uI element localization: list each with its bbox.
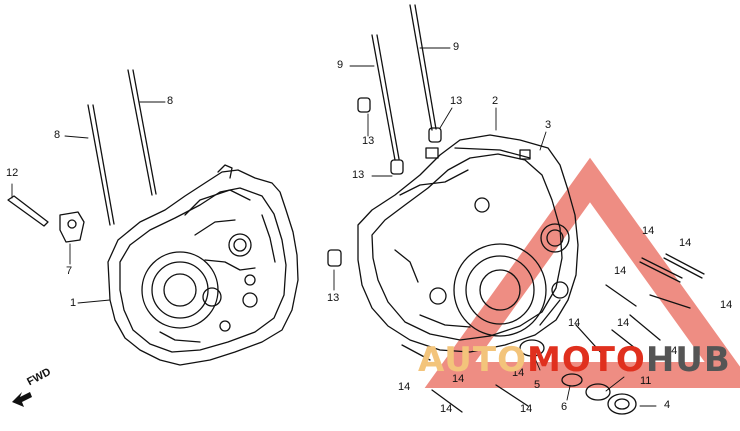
watermark-triangle <box>424 157 740 388</box>
part-9-label-a: 9 <box>337 59 344 71</box>
part-14-label-f: 14 <box>617 317 630 329</box>
forward-arrow <box>12 392 32 407</box>
leader-lines <box>11 47 657 407</box>
part-14-label-e: 14 <box>568 317 581 329</box>
watermark-text: AUTOMOTOHUB <box>418 343 731 377</box>
part-12-label: 12 <box>6 167 19 179</box>
watermark-text-part3: HUB <box>645 340 731 380</box>
watermark-text-part1: AUTO <box>418 340 527 380</box>
part-14-label-h: 14 <box>398 381 411 393</box>
right-crankcase <box>357 134 579 353</box>
part-13-label-a: 13 <box>450 95 463 107</box>
case-bolts <box>401 253 705 413</box>
left-fasteners <box>7 195 85 243</box>
watermark-text-part2: MOTO <box>526 340 646 380</box>
part-14-label-l: 14 <box>520 403 533 415</box>
part-14-label-i: 14 <box>452 373 465 385</box>
part-14-label-d: 14 <box>720 299 733 311</box>
part-7-label: 7 <box>66 265 73 277</box>
part-13-label-b: 13 <box>362 135 375 147</box>
part-14-label-a: 14 <box>642 225 655 237</box>
part-6-label: 6 <box>561 401 568 413</box>
part-13-label-d: 13 <box>327 292 340 304</box>
part-2-label: 2 <box>492 95 499 107</box>
part-13-label-c: 13 <box>352 169 365 181</box>
part-5-label: 5 <box>534 379 541 391</box>
part-14-label-b: 14 <box>679 237 692 249</box>
part-11-label: 11 <box>640 375 652 387</box>
part-3-label: 3 <box>545 119 552 131</box>
part-1-label: 1 <box>70 297 77 309</box>
part-8-label-b: 8 <box>167 95 174 107</box>
oil-strainer-parts <box>519 339 637 415</box>
part-8-label-a: 8 <box>54 129 61 141</box>
part-14-label-g: 14 <box>665 345 678 357</box>
part-14-label-j: 14 <box>512 367 525 379</box>
part-9-label-b: 9 <box>453 41 460 53</box>
part-14-label-k: 14 <box>440 403 453 415</box>
part-4-label: 4 <box>664 399 671 411</box>
stud-bolts <box>87 4 437 226</box>
part-14-label-c: 14 <box>614 265 627 277</box>
left-crankcase <box>107 164 299 366</box>
dowel-pins <box>327 97 442 267</box>
